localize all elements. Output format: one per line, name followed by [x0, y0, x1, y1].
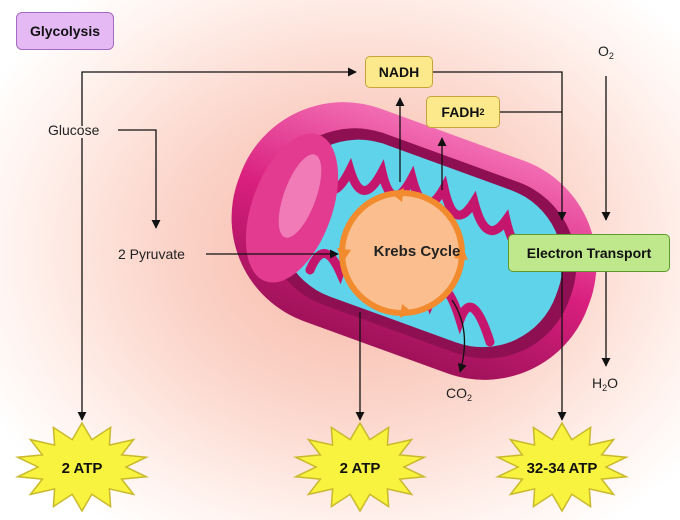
- arrows: [77, 67, 611, 421]
- o2-label: O2: [598, 43, 614, 61]
- atp-star-1: [14, 421, 150, 513]
- nadh-box: NADH: [365, 56, 433, 88]
- h2o-label: H2O: [592, 375, 619, 393]
- atp-star-3: [494, 421, 630, 513]
- glycolysis-label: Glycolysis: [16, 12, 114, 50]
- atp-label-glycolysis: 2 ATP: [61, 460, 103, 477]
- co2-label: CO2: [446, 385, 473, 403]
- atp-label-electron-transport: 32-34 ATP: [526, 460, 598, 477]
- glucose-label: Glucose: [48, 122, 100, 138]
- krebs-cycle-label: Krebs Cycle: [373, 243, 461, 260]
- krebs-cycle-graphic: [337, 188, 468, 318]
- atp-star-2: [292, 421, 428, 513]
- atp-label-krebs: 2 ATP: [339, 460, 381, 477]
- mitochondrion: [231, 102, 597, 380]
- electron-transport-box: Electron Transport: [508, 234, 670, 272]
- pyruvate-label: 2 Pyruvate: [118, 246, 185, 262]
